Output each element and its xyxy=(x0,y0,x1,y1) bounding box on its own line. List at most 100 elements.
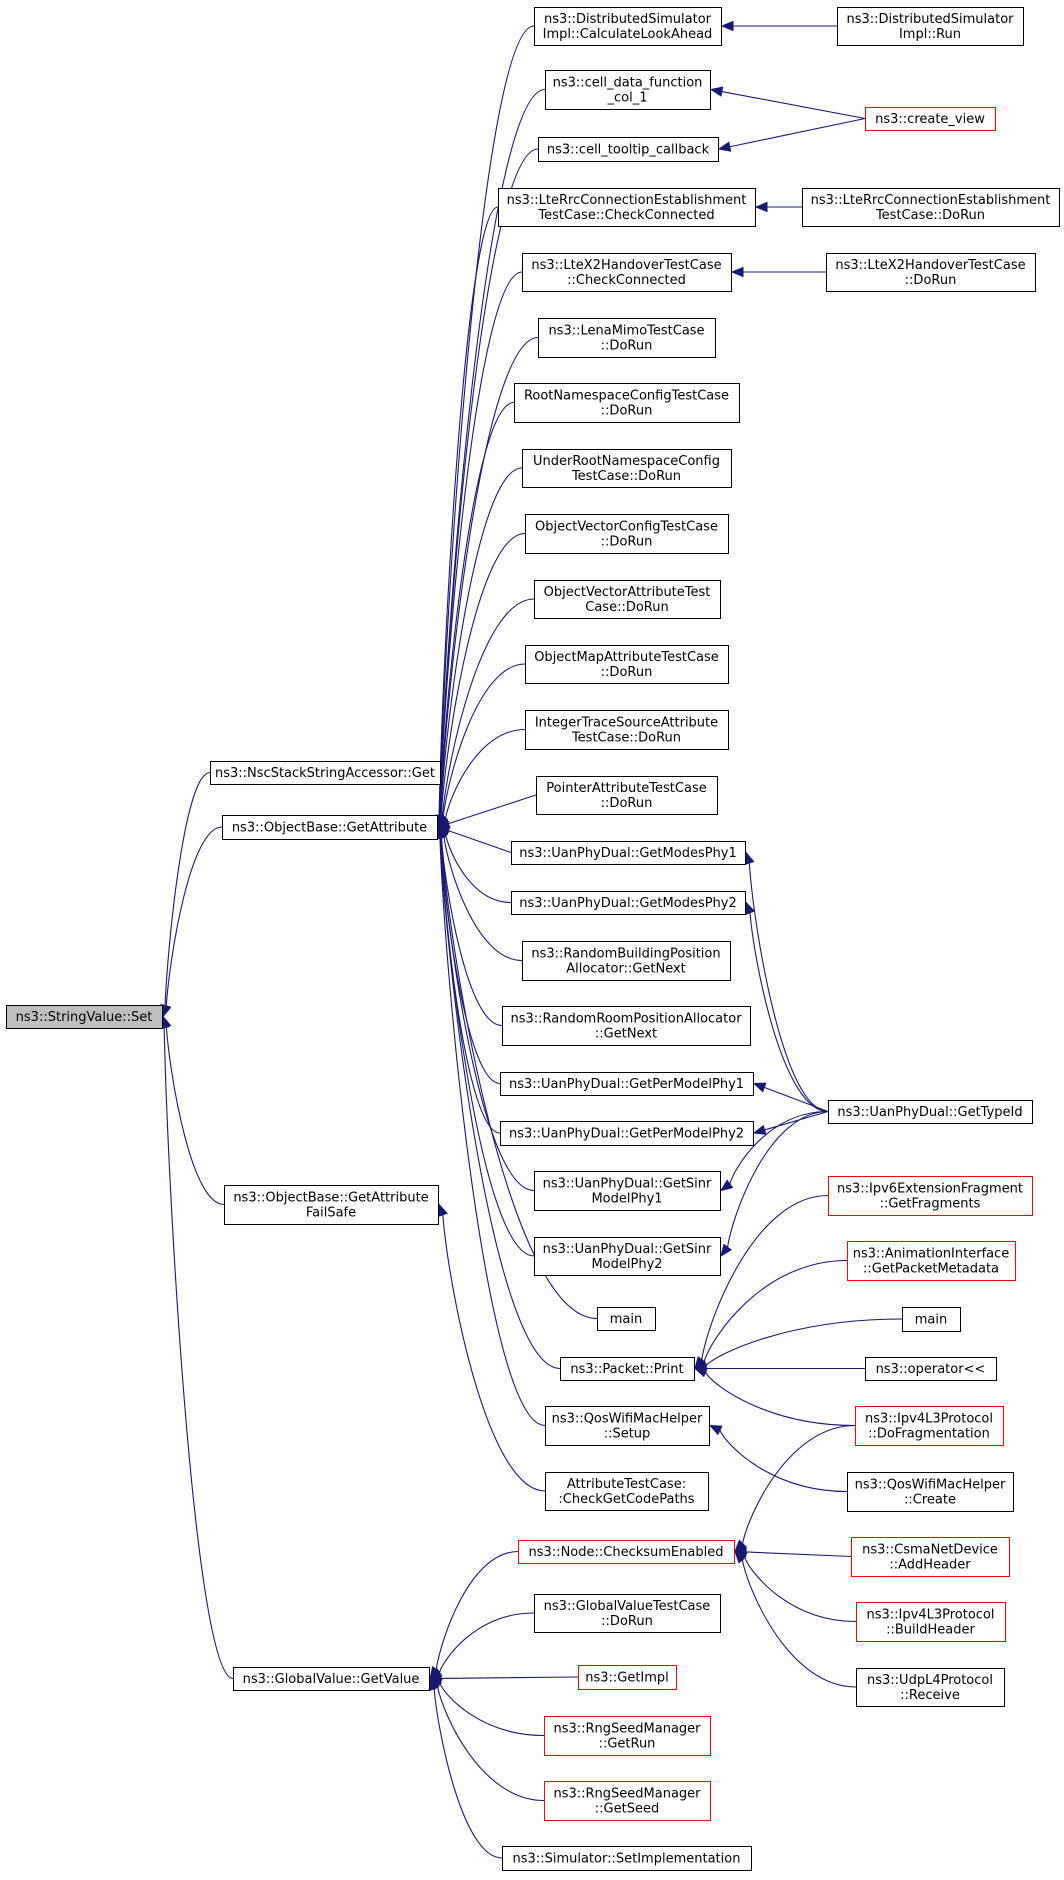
graph-node-ipv6frag[interactable]: ns3::Ipv6ExtensionFragment::GetFragments xyxy=(828,1176,1033,1216)
graph-node-main1[interactable]: main xyxy=(597,1307,656,1331)
node-box xyxy=(534,1594,721,1633)
graph-node-anim-meta[interactable]: ns3::AnimationInterface::GetPacketMetada… xyxy=(847,1241,1016,1281)
graph-node-qos-create[interactable]: ns3::QosWifiMacHelper::Create xyxy=(847,1472,1014,1512)
node-box xyxy=(522,253,732,292)
graph-node-main2[interactable]: main xyxy=(902,1307,961,1332)
graph-node-uan-gettypeid[interactable]: ns3::UanPhyDual::GetTypeId xyxy=(828,1100,1033,1124)
graph-node-getattr[interactable]: ns3::ObjectBase::GetAttribute xyxy=(222,815,438,840)
call-edge-csma_addhdr-to-node_cse xyxy=(733,1546,852,1558)
node-label-line: ns3::Ipv4L3Protocol xyxy=(867,1608,995,1623)
graph-node-ipv4-dofrag[interactable]: ns3::Ipv4L3Protocol::DoFragmentation xyxy=(855,1406,1004,1446)
edge-line xyxy=(165,826,223,1007)
node-box xyxy=(544,1781,711,1821)
call-edge-lterrc_dorun-to-lterrc_cc xyxy=(754,201,802,213)
node-label-line: ns3::LteX2HandoverTestCase xyxy=(531,258,721,273)
graph-node-getimpl[interactable]: ns3::GetImpl xyxy=(578,1665,677,1690)
graph-node-csma-addhdr[interactable]: ns3::CsmaNetDevice::AddHeader xyxy=(851,1537,1010,1577)
node-box xyxy=(865,1357,997,1381)
node-label-line: ObjectMapAttributeTestCase xyxy=(534,650,719,665)
graph-node-sim-setimpl[interactable]: ns3::Simulator::SetImplementation xyxy=(502,1846,752,1871)
node-label-line: main xyxy=(610,1312,642,1327)
graph-node-objmapattr[interactable]: ObjectMapAttributeTestCase::DoRun xyxy=(525,645,729,684)
graph-node-udp-recv[interactable]: ns3::UdpL4Protocol::Receive xyxy=(856,1668,1005,1707)
node-box xyxy=(534,1171,721,1211)
graph-node-oplshift[interactable]: ns3::operator<< xyxy=(865,1357,997,1381)
edge-line xyxy=(721,90,866,120)
graph-node-uan-gm1[interactable]: ns3::UanPhyDual::GetModesPhy1 xyxy=(511,841,746,865)
node-box xyxy=(865,107,996,131)
edge-line xyxy=(438,25,535,817)
graph-node-rootns[interactable]: RootNamespaceConfigTestCase::DoRun xyxy=(514,383,740,423)
graph-node-cell-data[interactable]: ns3::cell_data_function_col_1 xyxy=(545,70,711,110)
graph-node-ltex2-dorun[interactable]: ns3::LteX2HandoverTestCase::DoRun xyxy=(826,253,1036,292)
call-edge-uan_gettypeid-to-uan_gs1 xyxy=(719,1110,829,1192)
graph-node-lenamimo[interactable]: ns3::LenaMimoTestCase::DoRun xyxy=(538,318,716,358)
graph-node-lterrc-cc[interactable]: ns3::LteRrcConnectionEstablishmentTestCa… xyxy=(498,188,756,227)
arrowhead-icon xyxy=(752,1082,767,1093)
edge-line xyxy=(433,1688,503,1859)
graph-node-uan-gpm1[interactable]: ns3::UanPhyDual::GetPerModelPhy1 xyxy=(500,1072,754,1096)
node-box xyxy=(847,1472,1014,1512)
node-box xyxy=(522,941,731,981)
edge-line xyxy=(435,1550,519,1670)
graph-node-nsc[interactable]: ns3::NscStackStringAccessor::Get xyxy=(210,761,441,785)
graph-node-inttrace[interactable]: IntegerTraceSourceAttributeTestCase::DoR… xyxy=(525,710,729,750)
graph-node-node-cse[interactable]: ns3::Node::ChecksumEnabled xyxy=(518,1540,735,1564)
graph-node-rng-run[interactable]: ns3::RngSeedManager::GetRun xyxy=(544,1716,711,1756)
graph-node-create-view[interactable]: ns3::create_view xyxy=(865,107,996,131)
node-label-line: ns3::operator<< xyxy=(876,1362,986,1377)
graph-node-qos-setup[interactable]: ns3::QosWifiMacHelper::Setup xyxy=(545,1406,710,1446)
graph-node-rbpa[interactable]: ns3::RandomBuildingPositionAllocator::Ge… xyxy=(522,941,731,981)
node-label-line: TestCase::DoRun xyxy=(571,469,681,484)
call-edge-objvecattr-to-getattr xyxy=(437,598,535,829)
call-edge-uan_gpm1-to-getattr xyxy=(435,825,501,1085)
node-box xyxy=(855,1406,1004,1446)
graph-node-rng-seed[interactable]: ns3::RngSeedManager::GetSeed xyxy=(544,1781,711,1821)
graph-node-rrpa[interactable]: ns3::RandomRoomPositionAllocator::GetNex… xyxy=(502,1006,751,1046)
node-label-line: Impl::CalculateLookAhead xyxy=(543,27,713,42)
graph-node-gvtest[interactable]: ns3::GlobalValueTestCase::DoRun xyxy=(534,1594,721,1633)
node-box xyxy=(525,645,729,684)
call-edge-udp_recv-to-node_cse xyxy=(734,1550,857,1688)
call-edge-ipv4_dofrag-to-node_cse xyxy=(734,1424,856,1553)
graph-node-pkt-print[interactable]: ns3::Packet::Print xyxy=(560,1357,695,1381)
arrowhead-icon xyxy=(719,1179,734,1192)
edge-line xyxy=(719,1430,848,1493)
graph-node-uan-gm2[interactable]: ns3::UanPhyDual::GetModesPhy2 xyxy=(511,891,746,915)
node-label-line: ns3::Ipv4L3Protocol xyxy=(865,1412,993,1427)
call-edge-ptrattr-to-getattr xyxy=(436,794,537,829)
node-box xyxy=(538,318,716,358)
node-box xyxy=(522,449,732,488)
node-label-line: ns3::cell_tooltip_callback xyxy=(547,143,710,158)
graph-node-uan-gpm2[interactable]: ns3::UanPhyDual::GetPerModelPhy2 xyxy=(500,1121,754,1146)
call-edge-gvget-to-set xyxy=(158,1015,234,1680)
node-label-line: ::Create xyxy=(904,1493,956,1508)
edge-line xyxy=(749,912,829,1113)
edge-line xyxy=(439,336,539,817)
node-label-line: ::AddHeader xyxy=(889,1558,971,1573)
graph-node-ltex2-cc[interactable]: ns3::LteX2HandoverTestCase::CheckConnect… xyxy=(522,253,732,292)
arrowhead-icon xyxy=(745,901,756,916)
call-edge-ipv6frag-to-pkt_print xyxy=(694,1194,829,1370)
node-box xyxy=(525,514,729,554)
graph-node-lterrc-dorun[interactable]: ns3::LteRrcConnectionEstablishmentTestCa… xyxy=(802,188,1060,227)
node-label-line: ns3::GetImpl xyxy=(585,1671,669,1686)
graph-node-gvget[interactable]: ns3::GlobalValue::GetValue xyxy=(233,1667,430,1691)
graph-node-dsi-cla[interactable]: ns3::DistributedSimulatorImpl::Calculate… xyxy=(534,7,722,46)
node-label-line: ns3::LteX2HandoverTestCase xyxy=(835,258,1025,273)
graph-node-cell-tooltip[interactable]: ns3::cell_tooltip_callback xyxy=(538,137,719,162)
call-edge-getattrfs-to-set xyxy=(161,1015,225,1206)
graph-node-ptrattr[interactable]: PointerAttributeTestCase::DoRun xyxy=(536,776,718,815)
node-label-line: UnderRootNamespaceConfig xyxy=(533,454,720,469)
graph-node-ipv4-buildhdr[interactable]: ns3::Ipv4L3Protocol::BuildHeader xyxy=(856,1602,1006,1642)
graph-node-objvecconfig[interactable]: ObjectVectorConfigTestCase::DoRun xyxy=(525,514,729,554)
edge-line xyxy=(164,771,211,1006)
graph-node-attr-ccp[interactable]: AttributeTestCase::CheckGetCodePaths xyxy=(545,1472,709,1511)
call-edge-dsi_run-to-dsi_cla xyxy=(720,20,837,32)
